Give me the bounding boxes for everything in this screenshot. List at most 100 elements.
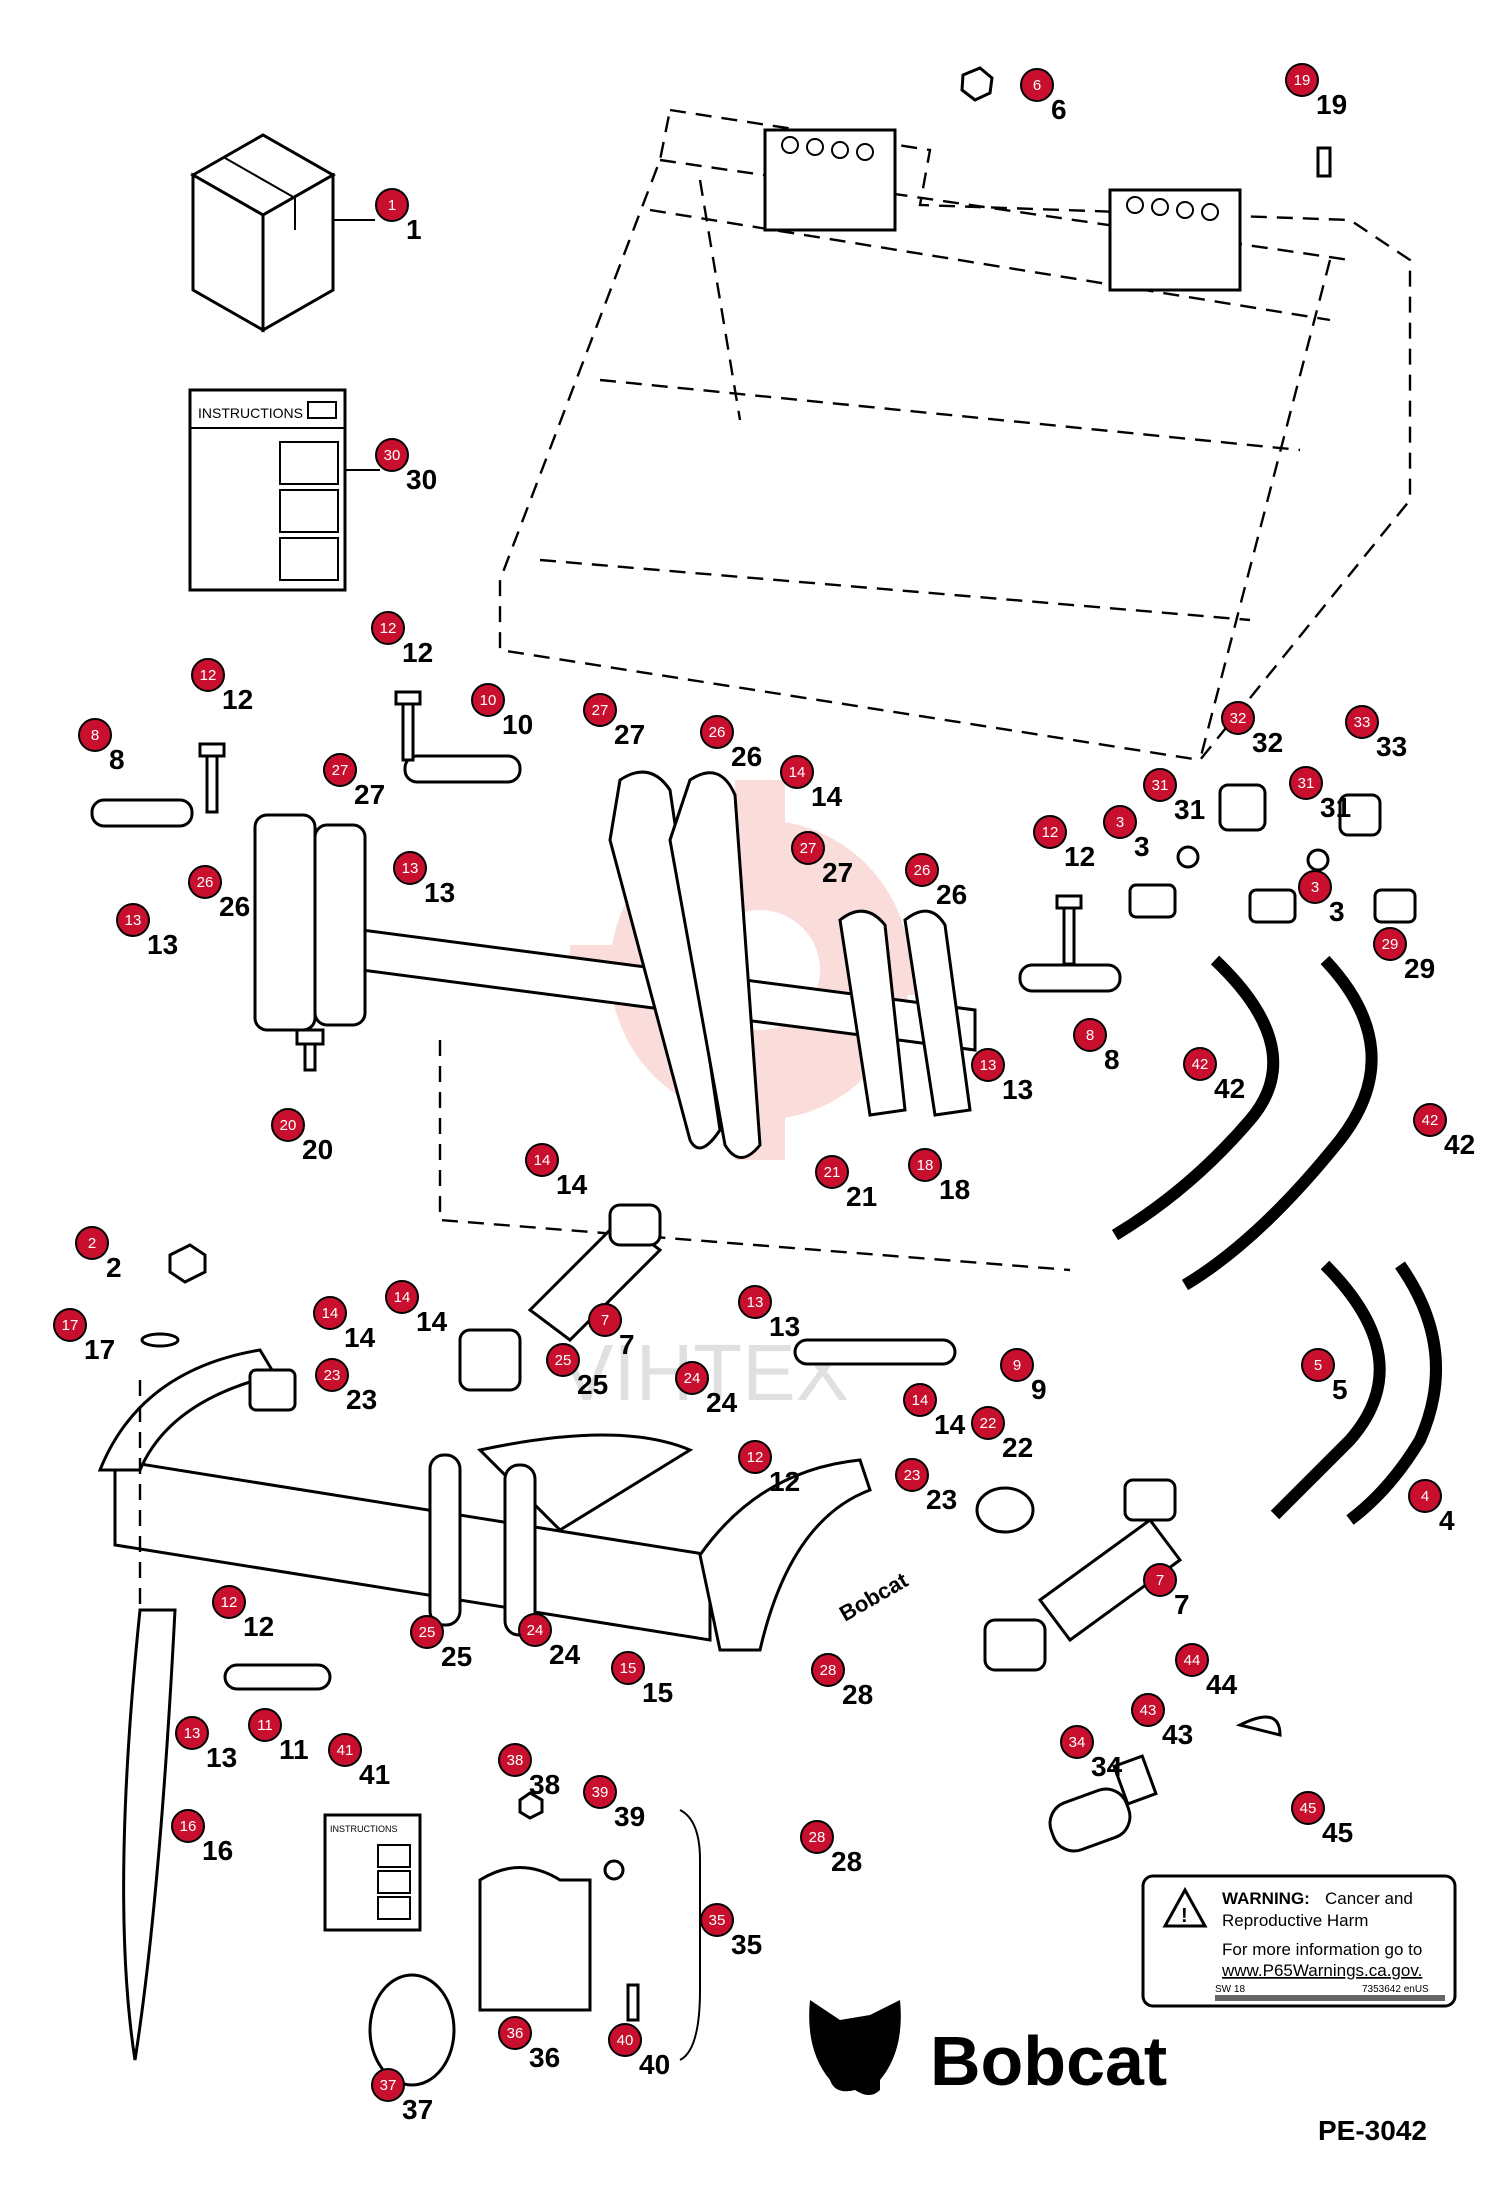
callout-number: 26 bbox=[936, 879, 967, 910]
callout-number: 15 bbox=[642, 1677, 673, 1708]
callout-badge bbox=[1000, 1348, 1034, 1382]
callout-badge-number: 34 bbox=[1069, 1734, 1086, 1751]
pins bbox=[90, 754, 1122, 1691]
callout-badge bbox=[738, 1440, 772, 1474]
instructions-label: INSTRUCTIONS bbox=[198, 405, 303, 421]
callout-1: 11 bbox=[375, 188, 422, 245]
callout-badge bbox=[611, 1651, 645, 1685]
callout-badge bbox=[323, 753, 357, 787]
callout-number: 37 bbox=[402, 2094, 433, 2125]
callout-number: 19 bbox=[1316, 89, 1347, 120]
callout-badge-number: 44 bbox=[1184, 1652, 1201, 1669]
callout-badge-number: 30 bbox=[384, 447, 401, 464]
callout-number: 40 bbox=[639, 2049, 670, 2080]
callout-number: 14 bbox=[416, 1306, 448, 1337]
callout-badge bbox=[905, 853, 939, 887]
callout-badge bbox=[1301, 1348, 1335, 1382]
callout-number: 12 bbox=[402, 637, 433, 668]
callout-badge-number: 28 bbox=[820, 1662, 837, 1679]
callout-badge bbox=[1298, 870, 1332, 904]
callout-badge bbox=[811, 1653, 845, 1687]
callout-badge bbox=[385, 1280, 419, 1314]
instructions-manual-small: INSTRUCTIONS bbox=[323, 1813, 422, 1932]
camera-mount-kit bbox=[368, 1791, 701, 2087]
callout-badge bbox=[1060, 1725, 1094, 1759]
callout-badge bbox=[800, 1820, 834, 1854]
callout-number: 39 bbox=[614, 1801, 645, 1832]
callout-number: 16 bbox=[202, 1835, 233, 1866]
callout-badge-number: 13 bbox=[184, 1725, 201, 1742]
callout-badge bbox=[1103, 805, 1137, 839]
callout-number: 11 bbox=[279, 1734, 309, 1765]
callout-badge-number: 22 bbox=[980, 1415, 997, 1432]
callout-number: 12 bbox=[1064, 841, 1095, 872]
callout-badge-number: 13 bbox=[980, 1057, 997, 1074]
callout-badge-number: 27 bbox=[592, 702, 609, 719]
callout-badge-number: 8 bbox=[1086, 1027, 1094, 1044]
callout-badge bbox=[315, 1358, 349, 1392]
callout-badge-number: 33 bbox=[1354, 714, 1371, 731]
callout-number: 14 bbox=[556, 1169, 588, 1200]
warning-code-left: SW 18 bbox=[1215, 1984, 1245, 1995]
warning-label: ! WARNING: Cancer and Reproductive Harm … bbox=[1141, 1874, 1457, 2008]
callout-badge bbox=[1221, 701, 1255, 735]
callout-badge bbox=[471, 683, 505, 717]
callout-badge-number: 24 bbox=[527, 1622, 544, 1639]
callout-badge bbox=[908, 1148, 942, 1182]
upper-pivot-frame bbox=[253, 770, 1071, 1272]
callout-badge-number: 42 bbox=[1422, 1112, 1439, 1129]
callout-badge bbox=[188, 865, 222, 899]
callout-number: 3 bbox=[1329, 896, 1345, 927]
warning-code-right: 7353642 enUS bbox=[1362, 1984, 1429, 1995]
callout-number: 4 bbox=[1439, 1505, 1455, 1536]
callout-9: 99 bbox=[1000, 1348, 1047, 1405]
callout-badge-number: 6 bbox=[1033, 77, 1041, 94]
callout-badge bbox=[525, 1143, 559, 1177]
callout-number: 27 bbox=[614, 719, 645, 750]
callout-badge bbox=[791, 831, 825, 865]
callout-number: 41 bbox=[359, 1759, 390, 1790]
callout-number: 27 bbox=[822, 857, 853, 888]
callout-number: 13 bbox=[1002, 1074, 1033, 1105]
callout-badge bbox=[1285, 63, 1319, 97]
callout-number: 36 bbox=[529, 2042, 560, 2073]
callout-number: 25 bbox=[577, 1369, 608, 1400]
callout-badge bbox=[608, 2023, 642, 2057]
callout-number: 25 bbox=[441, 1641, 472, 1672]
warning-link: www.P65Warnings.ca.gov. bbox=[1221, 1961, 1422, 1980]
callout-badge bbox=[75, 1226, 109, 1260]
callout-badge bbox=[313, 1296, 347, 1330]
callout-badge-number: 38 bbox=[507, 1752, 524, 1769]
callout-number: 35 bbox=[731, 1929, 762, 1960]
callout-badge bbox=[903, 1383, 937, 1417]
callout-badge bbox=[1143, 768, 1177, 802]
page-code: PE-3042 bbox=[1318, 2115, 1427, 2146]
callout-badge bbox=[675, 1361, 709, 1395]
callout-number: 13 bbox=[769, 1311, 800, 1342]
callout-4: 44 bbox=[1408, 1479, 1455, 1536]
callout-badge-number: 26 bbox=[197, 874, 214, 891]
callout-number: 44 bbox=[1206, 1669, 1238, 1700]
callout-8: 88 bbox=[78, 718, 125, 775]
callout-badge bbox=[371, 2068, 405, 2102]
callout-badge bbox=[1413, 1103, 1447, 1137]
callout-number: 21 bbox=[846, 1181, 877, 1212]
